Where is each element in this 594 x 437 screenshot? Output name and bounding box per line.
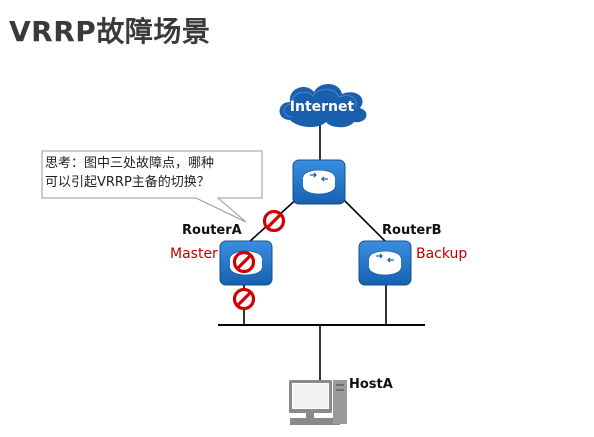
callout-line-2: 可以引起VRRP主备的切换？ [45,175,210,190]
page-title: VRRP故障场景 [9,15,211,48]
internet-cloud-icon [279,83,367,128]
routerb-name: RouterB [382,223,442,238]
fault-icon-uplink [262,209,286,233]
internet-label: Internet [290,99,355,115]
routerb-role: Backup [416,246,468,262]
link-core-routerb [339,195,388,244]
callout-line-1: 思考：图中三处故障点，哪种 [45,156,215,171]
callout-bubble [41,150,263,223]
routera-name: RouterA [182,223,242,238]
routera-role: Master [170,246,218,262]
callout-text: 思考：图中三处故障点，哪种 可以引起VRRP主备的切换？ [45,154,260,192]
routerb-icon [358,240,412,286]
fault-icon-router [232,250,256,274]
core-router-icon [292,159,346,205]
fault-icon-downlink [232,287,256,311]
computer-icon [289,380,347,425]
host-name: HostA [349,377,393,392]
